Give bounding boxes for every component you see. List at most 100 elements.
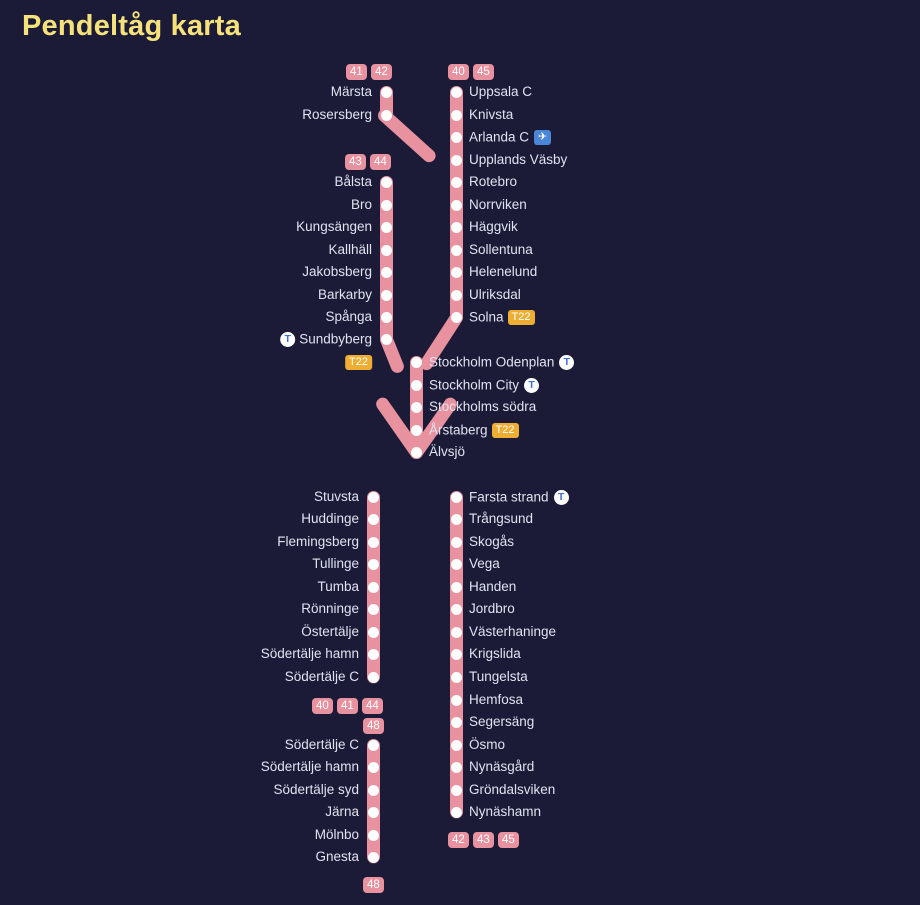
station-dot-balsta[interactable]	[380, 176, 392, 188]
station-label-nynashamn: Nynäshamn	[469, 804, 542, 819]
line-badge-45-top[interactable]: 45	[473, 64, 494, 80]
station-dot-ulriksdal[interactable]	[450, 289, 462, 301]
station-label-gnesta-sodertalje-hamn: Södertälje hamn	[260, 759, 359, 774]
airport-icon: ✈	[534, 130, 552, 145]
line-badge-40-bottom[interactable]: 40	[312, 698, 333, 714]
metro-icon[interactable]: T	[280, 332, 296, 347]
station-dot-stockholm-odenplan[interactable]	[410, 356, 422, 368]
line-badge-43-bottom[interactable]: 43	[473, 832, 494, 848]
station-name-text: Stockholm City	[429, 377, 520, 393]
station-dot-jarna[interactable]	[367, 806, 379, 818]
station-label-vega: Vega	[469, 556, 500, 571]
station-dot-stockholm-city[interactable]	[410, 379, 422, 391]
station-name-text: Arlanda C	[469, 129, 530, 145]
station-dot-jakobsberg[interactable]	[380, 266, 392, 278]
line-badge-45-bottom[interactable]: 45	[498, 832, 519, 848]
station-dot-knivsta[interactable]	[450, 109, 462, 121]
tram-badge[interactable]: T22	[491, 423, 519, 438]
station-dot-handen[interactable]	[450, 581, 462, 593]
station-label-barkarby: Barkarby	[317, 287, 372, 302]
station-dot-alvsjo[interactable]	[410, 446, 422, 458]
station-dot-huddinge[interactable]	[367, 513, 379, 525]
station-label-handen: Handen	[469, 579, 517, 594]
station-label-kungsangen: Kungsängen	[296, 219, 372, 234]
station-dot-stockholms-sodra[interactable]	[410, 401, 422, 413]
station-label-flemingsberg: Flemingsberg	[277, 534, 359, 549]
tram-badge[interactable]: T22	[345, 354, 372, 370]
station-dot-gnesta[interactable]	[367, 851, 379, 863]
line-badge-42-bottom[interactable]: 42	[448, 832, 469, 848]
station-label-balsta: Bålsta	[334, 174, 372, 189]
station-dot-osmo[interactable]	[450, 739, 462, 751]
station-dot-kallhall[interactable]	[380, 244, 392, 256]
station-dot-haggvik[interactable]	[450, 221, 462, 233]
metro-icon[interactable]: T	[559, 355, 575, 370]
station-label-osmo: Ösmo	[469, 737, 506, 752]
station-dot-tumba[interactable]	[367, 581, 379, 593]
station-label-trangsund: Trångsund	[469, 511, 534, 526]
station-dot-ostertalje[interactable]	[367, 626, 379, 638]
line-badge-41-bottom[interactable]: 41	[337, 698, 358, 714]
station-dot-ronninge[interactable]	[367, 603, 379, 615]
station-dot-barkarby[interactable]	[380, 289, 392, 301]
station-dot-sollentuna[interactable]	[450, 244, 462, 256]
station-dot-gnesta-sodertalje-hamn[interactable]	[367, 761, 379, 773]
station-dot-vega[interactable]	[450, 558, 462, 570]
station-label-rosersberg: Rosersberg	[302, 107, 372, 122]
station-label-kallhall: Kallhäll	[328, 242, 372, 257]
line-badge-44-bottom[interactable]: 44	[362, 698, 383, 714]
station-dot-kungsangen[interactable]	[380, 221, 392, 233]
station-dot-nynasgard[interactable]	[450, 761, 462, 773]
station-dot-vasterhaninge[interactable]	[450, 626, 462, 638]
station-dot-bro[interactable]	[380, 199, 392, 211]
line-badge-41[interactable]: 41	[346, 64, 367, 80]
station-dot-trangsund[interactable]	[450, 513, 462, 525]
station-dot-gnesta-sodertalje-c[interactable]	[367, 739, 379, 751]
station-dot-spanga[interactable]	[380, 311, 392, 323]
station-label-krigslida: Krigslida	[469, 646, 521, 661]
station-dot-tungelsta[interactable]	[450, 671, 462, 683]
station-dot-krigslida[interactable]	[450, 648, 462, 660]
station-label-grondalsviken: Gröndalsviken	[469, 782, 556, 797]
station-dot-hemfosa[interactable]	[450, 694, 462, 706]
line-badge-48-top[interactable]: 48	[363, 718, 384, 734]
station-dot-tullinge[interactable]	[367, 558, 379, 570]
station-dot-rotebro[interactable]	[450, 176, 462, 188]
station-dot-solna[interactable]	[450, 311, 462, 323]
station-label-spanga: Spånga	[325, 309, 372, 324]
tram-badge[interactable]: T22	[507, 310, 535, 325]
station-label-stockholm-city: Stockholm City T	[429, 377, 540, 394]
station-dot-norrviken[interactable]	[450, 199, 462, 211]
station-dot-stuvsta[interactable]	[367, 491, 379, 503]
line-badge-43[interactable]: 43	[345, 154, 366, 170]
line-badge-44[interactable]: 44	[370, 154, 391, 170]
station-dot-rosersberg[interactable]	[380, 109, 392, 121]
station-dot-farsta-strand[interactable]	[450, 491, 462, 503]
station-label-sodertalje-syd: Södertälje syd	[273, 782, 359, 797]
station-label-tungelsta: Tungelsta	[469, 669, 528, 684]
station-dot-grondalsviken[interactable]	[450, 784, 462, 796]
line-badge-48-bottom[interactable]: 48	[363, 877, 384, 893]
station-dot-nynashamn[interactable]	[450, 806, 462, 818]
station-dot-arstaberg[interactable]	[410, 424, 422, 436]
station-dot-uppsala-c[interactable]	[450, 86, 462, 98]
station-dot-sodertalje-syd[interactable]	[367, 784, 379, 796]
station-dot-upplands-vasby[interactable]	[450, 154, 462, 166]
line-badge-42[interactable]: 42	[371, 64, 392, 80]
station-dot-sodertalje-hamn[interactable]	[367, 648, 379, 660]
station-dot-sodertalje-c[interactable]	[367, 671, 379, 683]
station-dot-helenelund[interactable]	[450, 266, 462, 278]
station-dot-jordbro[interactable]	[450, 603, 462, 615]
line-segment-balsta-trunk	[380, 176, 393, 345]
station-dot-arlanda-c[interactable]	[450, 131, 462, 143]
station-dot-flemingsberg[interactable]	[367, 536, 379, 548]
station-dot-sundbyberg[interactable]	[380, 333, 392, 345]
station-dot-segersang[interactable]	[450, 716, 462, 728]
station-dot-marsta[interactable]	[380, 86, 392, 98]
line-badge-40-top[interactable]: 40	[448, 64, 469, 80]
station-dot-molnbo[interactable]	[367, 829, 379, 841]
metro-icon[interactable]: T	[553, 490, 569, 505]
station-label-jordbro: Jordbro	[469, 601, 515, 616]
metro-icon[interactable]: T	[524, 378, 540, 393]
station-dot-skogas[interactable]	[450, 536, 462, 548]
